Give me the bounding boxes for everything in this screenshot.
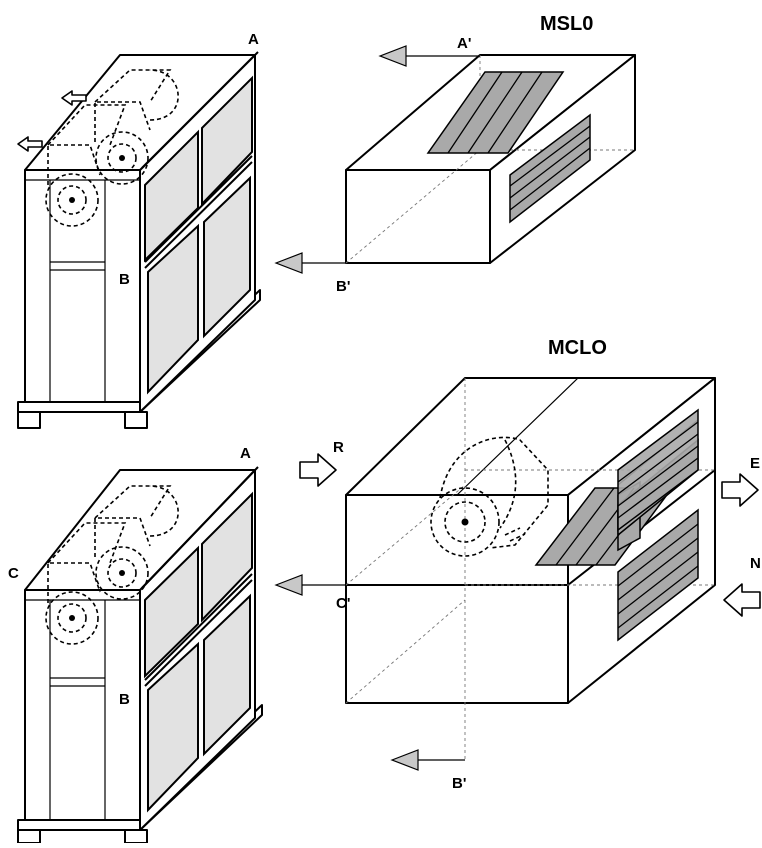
cabinet-bottom: A C B xyxy=(8,445,263,844)
pointer-arrow-icon xyxy=(274,252,303,274)
label-b-top: B xyxy=(119,271,130,288)
msl0-title: MSL0 xyxy=(540,13,593,35)
label-b-prime-top: B' xyxy=(336,278,350,295)
cabinet-top-skid-left xyxy=(17,411,41,429)
cabinet-top-panel-3 xyxy=(147,223,199,395)
label-e: E xyxy=(750,455,760,472)
fan-icon xyxy=(45,522,127,645)
cabinet-top-panel-2 xyxy=(201,75,253,207)
label-c-prime: C' xyxy=(336,595,350,612)
label-c-bottom: C xyxy=(8,565,19,582)
unit-mcl0: MCLO xyxy=(274,337,761,792)
label-a-top: A xyxy=(248,31,259,48)
label-b-bottom: B xyxy=(119,691,130,708)
label-n: N xyxy=(750,555,761,572)
cabinet-top-panel-1 xyxy=(144,129,199,263)
label-a-bottom: A xyxy=(240,445,251,462)
label-b-prime-bottom: B' xyxy=(452,775,466,792)
label-r: R xyxy=(333,439,344,456)
hollow-arrow-icon xyxy=(61,90,87,106)
mcl0-lower-grille xyxy=(617,508,699,642)
hollow-arrow-icon xyxy=(721,473,759,507)
cabinet-bottom-panel-1 xyxy=(144,545,199,679)
pointer-arrow-icon xyxy=(390,749,419,771)
unit-msl0: MSL0 A' B' xyxy=(274,13,636,295)
hollow-arrow-icon xyxy=(299,453,337,487)
hollow-arrow-icon xyxy=(723,583,761,617)
fan-icon xyxy=(94,69,179,185)
fan-icon xyxy=(430,436,549,557)
pointer-arrow-icon xyxy=(274,574,303,596)
cabinet-bottom-panel-3 xyxy=(147,641,199,813)
mcl0-title: MCLO xyxy=(548,337,607,359)
cabinet-bottom-skid-left xyxy=(17,829,41,844)
cabinet-top-skid-right xyxy=(124,411,148,429)
cabinet-bottom-panel-4 xyxy=(203,593,251,757)
cabinet-bottom-skid-right xyxy=(124,829,148,844)
pointer-arrow-icon xyxy=(378,45,407,67)
cabinet-bottom-panel-2 xyxy=(201,491,253,623)
hollow-arrow-icon xyxy=(17,136,43,152)
fan-icon xyxy=(45,104,127,227)
cabinet-top: A B xyxy=(17,31,261,429)
label-a-prime-top: A' xyxy=(457,35,471,52)
cabinet-top-panel-4 xyxy=(203,175,251,339)
fan-icon xyxy=(94,485,179,600)
